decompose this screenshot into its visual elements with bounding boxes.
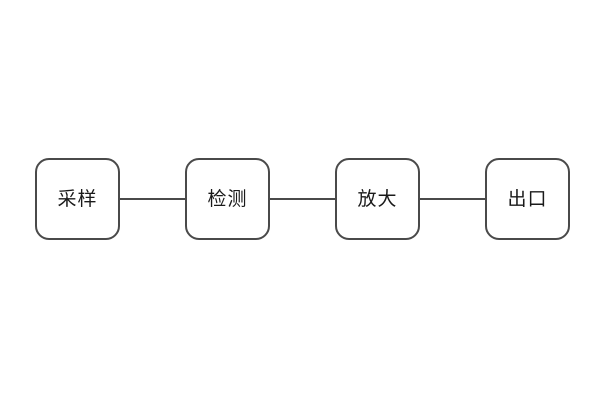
connector-line <box>120 198 185 200</box>
connector-line <box>420 198 485 200</box>
flowchart-row: 采样 检测 放大 出口 <box>35 158 570 240</box>
flow-node-label: 采样 <box>57 188 98 210</box>
flow-node-amplification: 放大 <box>335 158 420 240</box>
connector-line <box>270 198 335 200</box>
flow-node-outlet: 出口 <box>485 158 570 240</box>
flow-node-detection: 检测 <box>185 158 270 240</box>
flow-node-label: 放大 <box>357 188 398 210</box>
flow-node-label: 检测 <box>207 188 248 210</box>
flow-node-sampling: 采样 <box>35 158 120 240</box>
flow-node-label: 出口 <box>507 188 548 210</box>
